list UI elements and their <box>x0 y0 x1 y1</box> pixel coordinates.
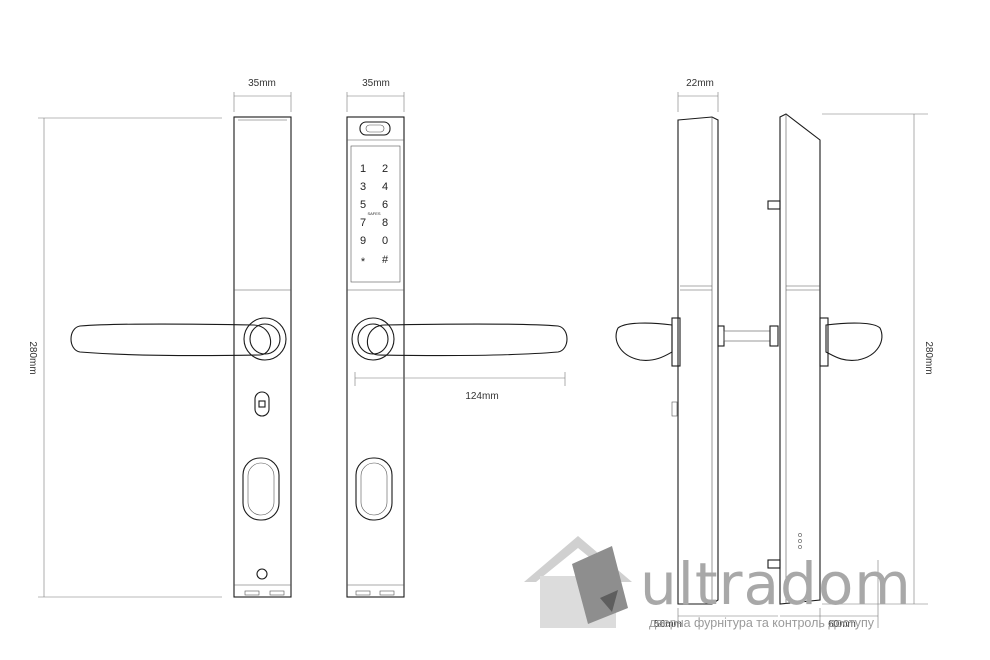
keypad-view-plate: 35mm 1 2 3 4 5 6 SAFES 7 8 9 0 * # <box>346 78 568 598</box>
height-label-right: 280mm <box>923 341 934 374</box>
fingerprint-sensor-icon <box>359 121 391 136</box>
keypad-key[interactable]: 6 <box>382 199 388 211</box>
keypad-small-label: SAFES <box>367 211 380 216</box>
side-outer-label: 60mm <box>828 619 856 630</box>
keypad-width-label: 35mm <box>362 78 390 89</box>
watermark: ultradom дверна фурнітура та контроль до… <box>524 536 912 630</box>
watermark-brand: ultradom <box>640 550 912 618</box>
keypad-key[interactable]: 9 <box>360 235 366 247</box>
side-view: 22mm 56mm <box>615 78 883 630</box>
house-logo-icon <box>524 536 632 628</box>
handle-length-label: 124mm <box>465 391 498 402</box>
keypad-key[interactable]: 0 <box>382 235 388 247</box>
keypad-key[interactable]: 8 <box>382 217 388 229</box>
keypad-key[interactable]: 7 <box>360 217 366 229</box>
height-dimension-right: 280mm <box>822 113 934 605</box>
side-inner-label: 56mm <box>654 619 682 630</box>
lever-handle-left <box>70 323 272 357</box>
height-dimension-left: 280mm <box>27 117 222 598</box>
keypad-key[interactable]: * <box>361 256 366 268</box>
keypad-key[interactable]: 5 <box>360 199 366 211</box>
lever-handle-right <box>366 323 568 357</box>
side-depth-label: 22mm <box>686 78 714 89</box>
keypad: 1 2 3 4 5 6 SAFES 7 8 9 0 * # <box>360 163 389 268</box>
keypad-key[interactable]: 2 <box>382 163 388 175</box>
watermark-tagline: дверна фурнітура та контроль доступу <box>649 616 875 630</box>
height-label-left: 280mm <box>27 341 38 374</box>
front-view-plate: 35mm <box>70 78 292 598</box>
keypad-key[interactable]: 3 <box>360 181 366 193</box>
keypad-key[interactable]: # <box>382 254 389 266</box>
keypad-key[interactable]: 4 <box>382 181 388 193</box>
keypad-key[interactable]: 1 <box>360 163 366 175</box>
front-width-label: 35mm <box>248 78 276 89</box>
